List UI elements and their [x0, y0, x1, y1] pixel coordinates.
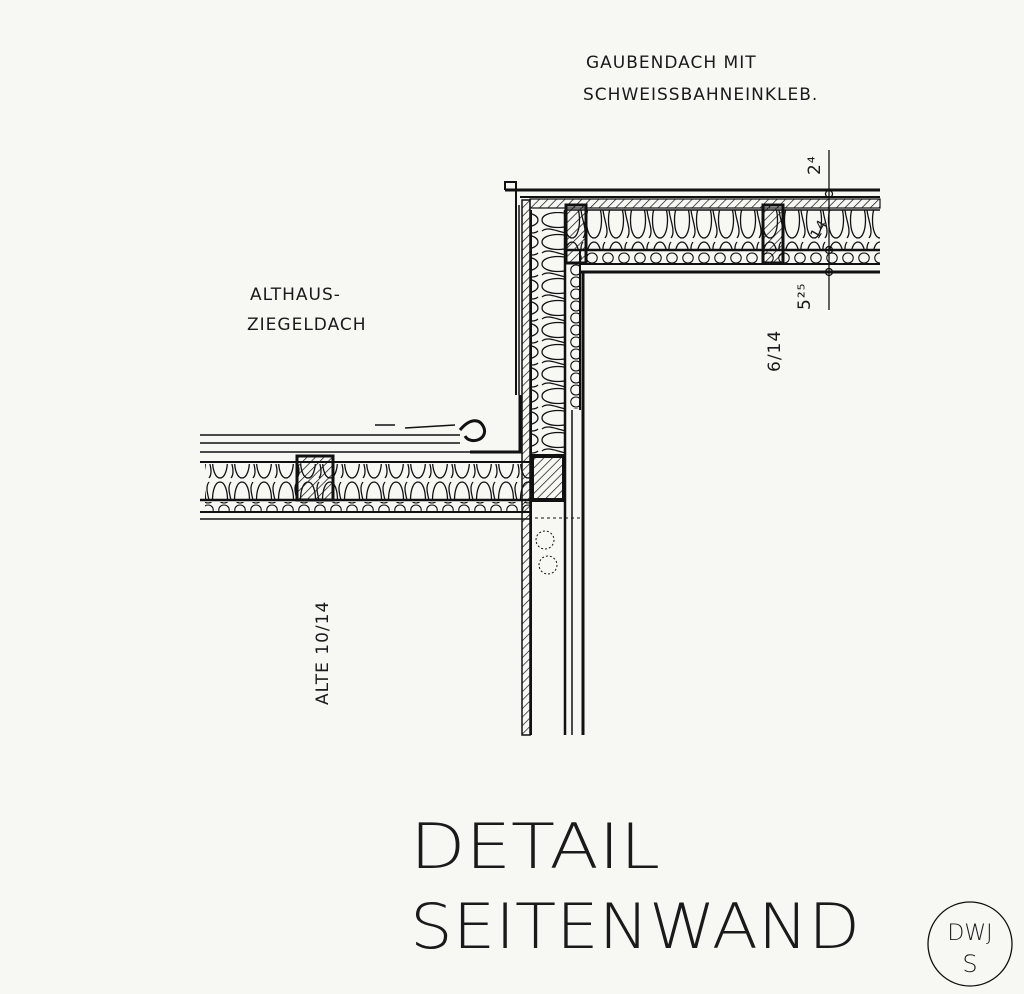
title-line-2: SEITENWAND [410, 890, 860, 963]
title-line-1: DETAIL [410, 810, 660, 883]
label-dormer-roof-2: SCHWEISSBAHNEINKLEB. [583, 85, 818, 105]
dimension-line [824, 150, 834, 310]
author-stamp: DWJ S [927, 901, 1013, 987]
stamp-line-2: S [962, 950, 977, 978]
old-roof-section [200, 395, 530, 520]
dimension-top: 2⁴ [805, 155, 825, 175]
label-new-rafter: 6/14 [765, 330, 785, 372]
dormer-rafter [564, 203, 588, 265]
old-rafter [295, 454, 335, 502]
label-old-roof-1: ALTHAUS- [250, 285, 341, 305]
dimension-bottom: 5²⁵ [795, 283, 815, 310]
dormer-rafter [761, 203, 785, 265]
wall-post [530, 454, 566, 502]
stamp-line-1: DWJ [947, 921, 992, 946]
label-dormer-roof-1: GAUBENDACH MIT [586, 53, 757, 73]
dormer-roof-section [504, 181, 881, 395]
label-old-roof-2: ZIEGELDACH [247, 315, 367, 335]
label-old-rafter: ALTE 10/14 [313, 601, 333, 705]
side-wall-section [521, 199, 585, 736]
